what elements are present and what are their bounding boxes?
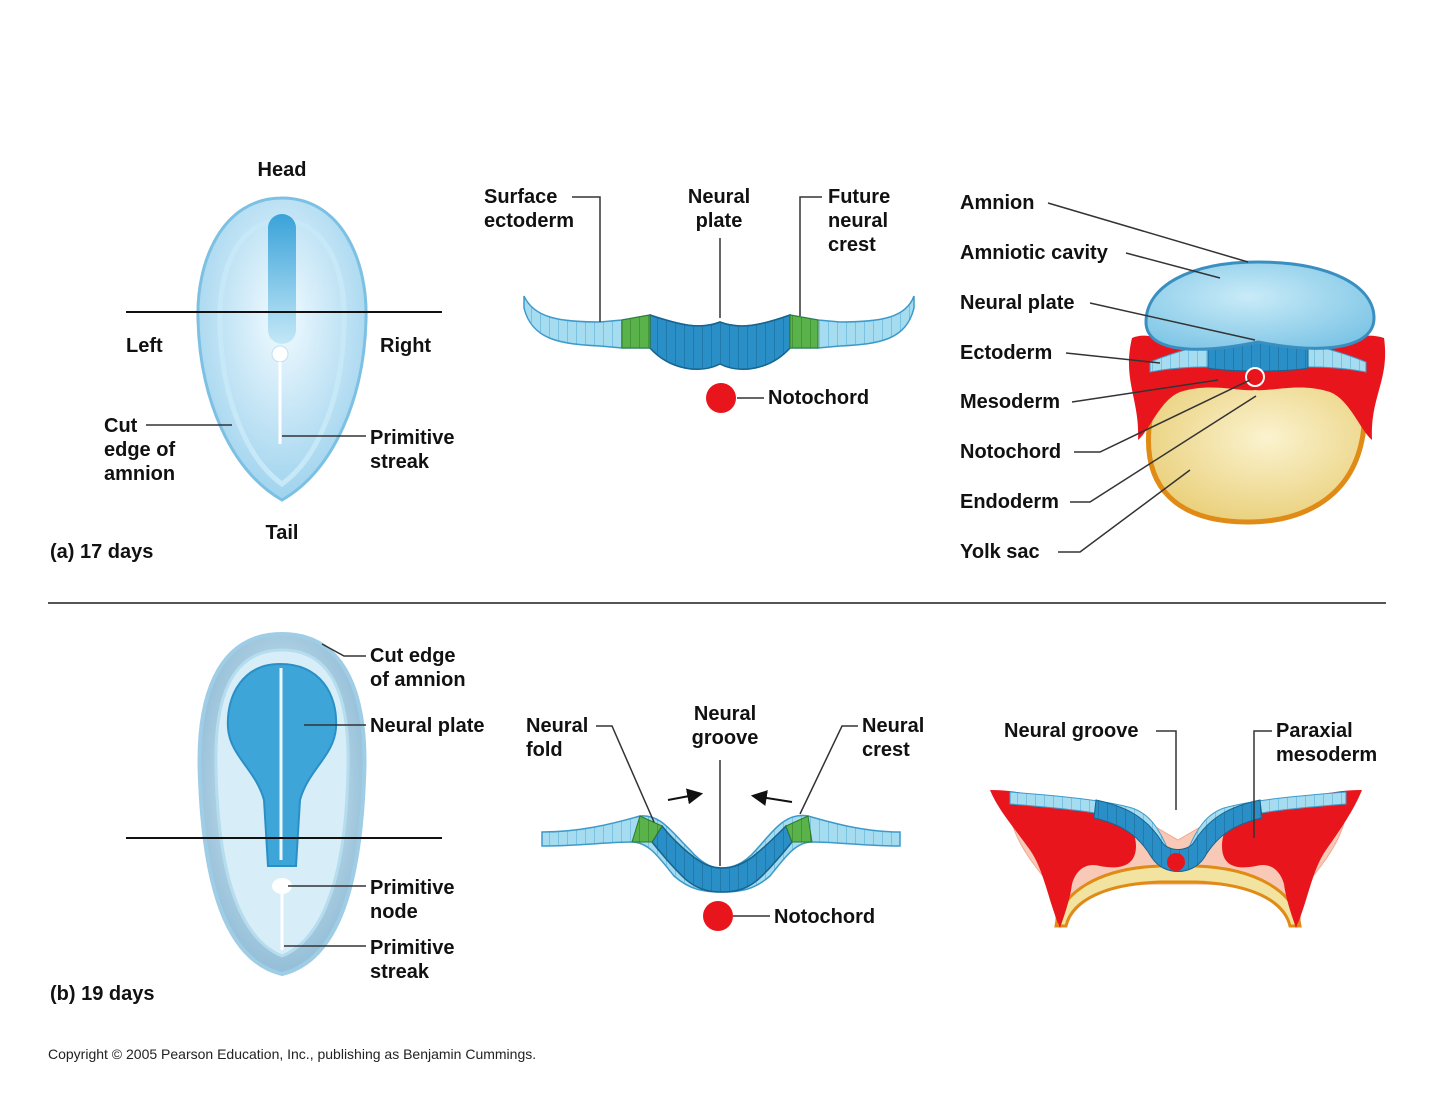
- label-amniotic-cavity: Amniotic cavity: [960, 242, 1108, 264]
- yolk-sac: [1146, 379, 1367, 525]
- label-endoderm: Endoderm: [960, 491, 1059, 513]
- label-neural-groove-cross: Neural groove: [1004, 720, 1139, 742]
- label-amnion: Amnion: [960, 192, 1035, 214]
- embryo-17-days: [126, 196, 442, 502]
- label-neural-fold: Neural fold: [526, 715, 589, 761]
- label-left: Left: [126, 335, 163, 357]
- label-notochord-a: Notochord: [768, 387, 870, 409]
- label-primitive-node: Primitive node: [370, 877, 455, 923]
- panel-label-a: (a) 17 days: [50, 541, 154, 563]
- notochord-a: [706, 383, 736, 413]
- label-primitive-streak-a: Primitive streak: [370, 427, 455, 473]
- neural-plate-section-a: [523, 196, 915, 413]
- label-neural-crest: Neural crest: [862, 715, 925, 761]
- label-tail: Tail: [265, 522, 299, 544]
- label-neural-groove-b: Neural groove: [691, 703, 759, 749]
- label-notochord-cross: Notochord: [960, 441, 1062, 463]
- label-cut-edge-a: Cut edge of amnion: [104, 415, 176, 485]
- fold-arrow-right: [750, 790, 793, 806]
- notochord-a-cross: [1245, 367, 1265, 387]
- embryo-19-days: [126, 631, 442, 977]
- label-paraxial-mesoderm: Paraxial mesoderm: [1276, 720, 1378, 766]
- label-ectoderm: Ectoderm: [960, 342, 1053, 364]
- label-yolk-sac: Yolk sac: [960, 541, 1040, 563]
- notochord-b: [703, 901, 733, 931]
- label-mesoderm: Mesoderm: [960, 391, 1061, 413]
- label-primitive-streak-b: Primitive streak: [370, 937, 455, 983]
- label-neural-plate-b: Neural plate: [370, 715, 485, 737]
- label-neural-plate-a: Neural plate: [687, 186, 751, 232]
- label-future-neural-crest: Future neural crest: [828, 186, 891, 256]
- label-neural-plate-cross: Neural plate: [960, 292, 1075, 314]
- primitive-node: [272, 878, 292, 894]
- cross-section-a: [1047, 202, 1386, 553]
- label-head: Head: [257, 159, 307, 181]
- cross-section-b: [990, 730, 1362, 928]
- copyright-notice: Copyright © 2005 Pearson Education, Inc.…: [48, 1046, 537, 1062]
- label-right: Right: [380, 335, 432, 357]
- label-notochord-b: Notochord: [774, 906, 876, 928]
- panel-label-b: (b) 19 days: [50, 983, 155, 1005]
- neural-groove-section-b: [541, 725, 901, 931]
- label-cut-edge-b: Cut edge of amnion: [370, 645, 466, 691]
- amnion: [1144, 260, 1376, 351]
- label-surface-ectoderm: Surface ectoderm: [484, 186, 575, 232]
- notochord-b-cross: [1167, 853, 1185, 871]
- fold-arrow-left: [667, 788, 704, 805]
